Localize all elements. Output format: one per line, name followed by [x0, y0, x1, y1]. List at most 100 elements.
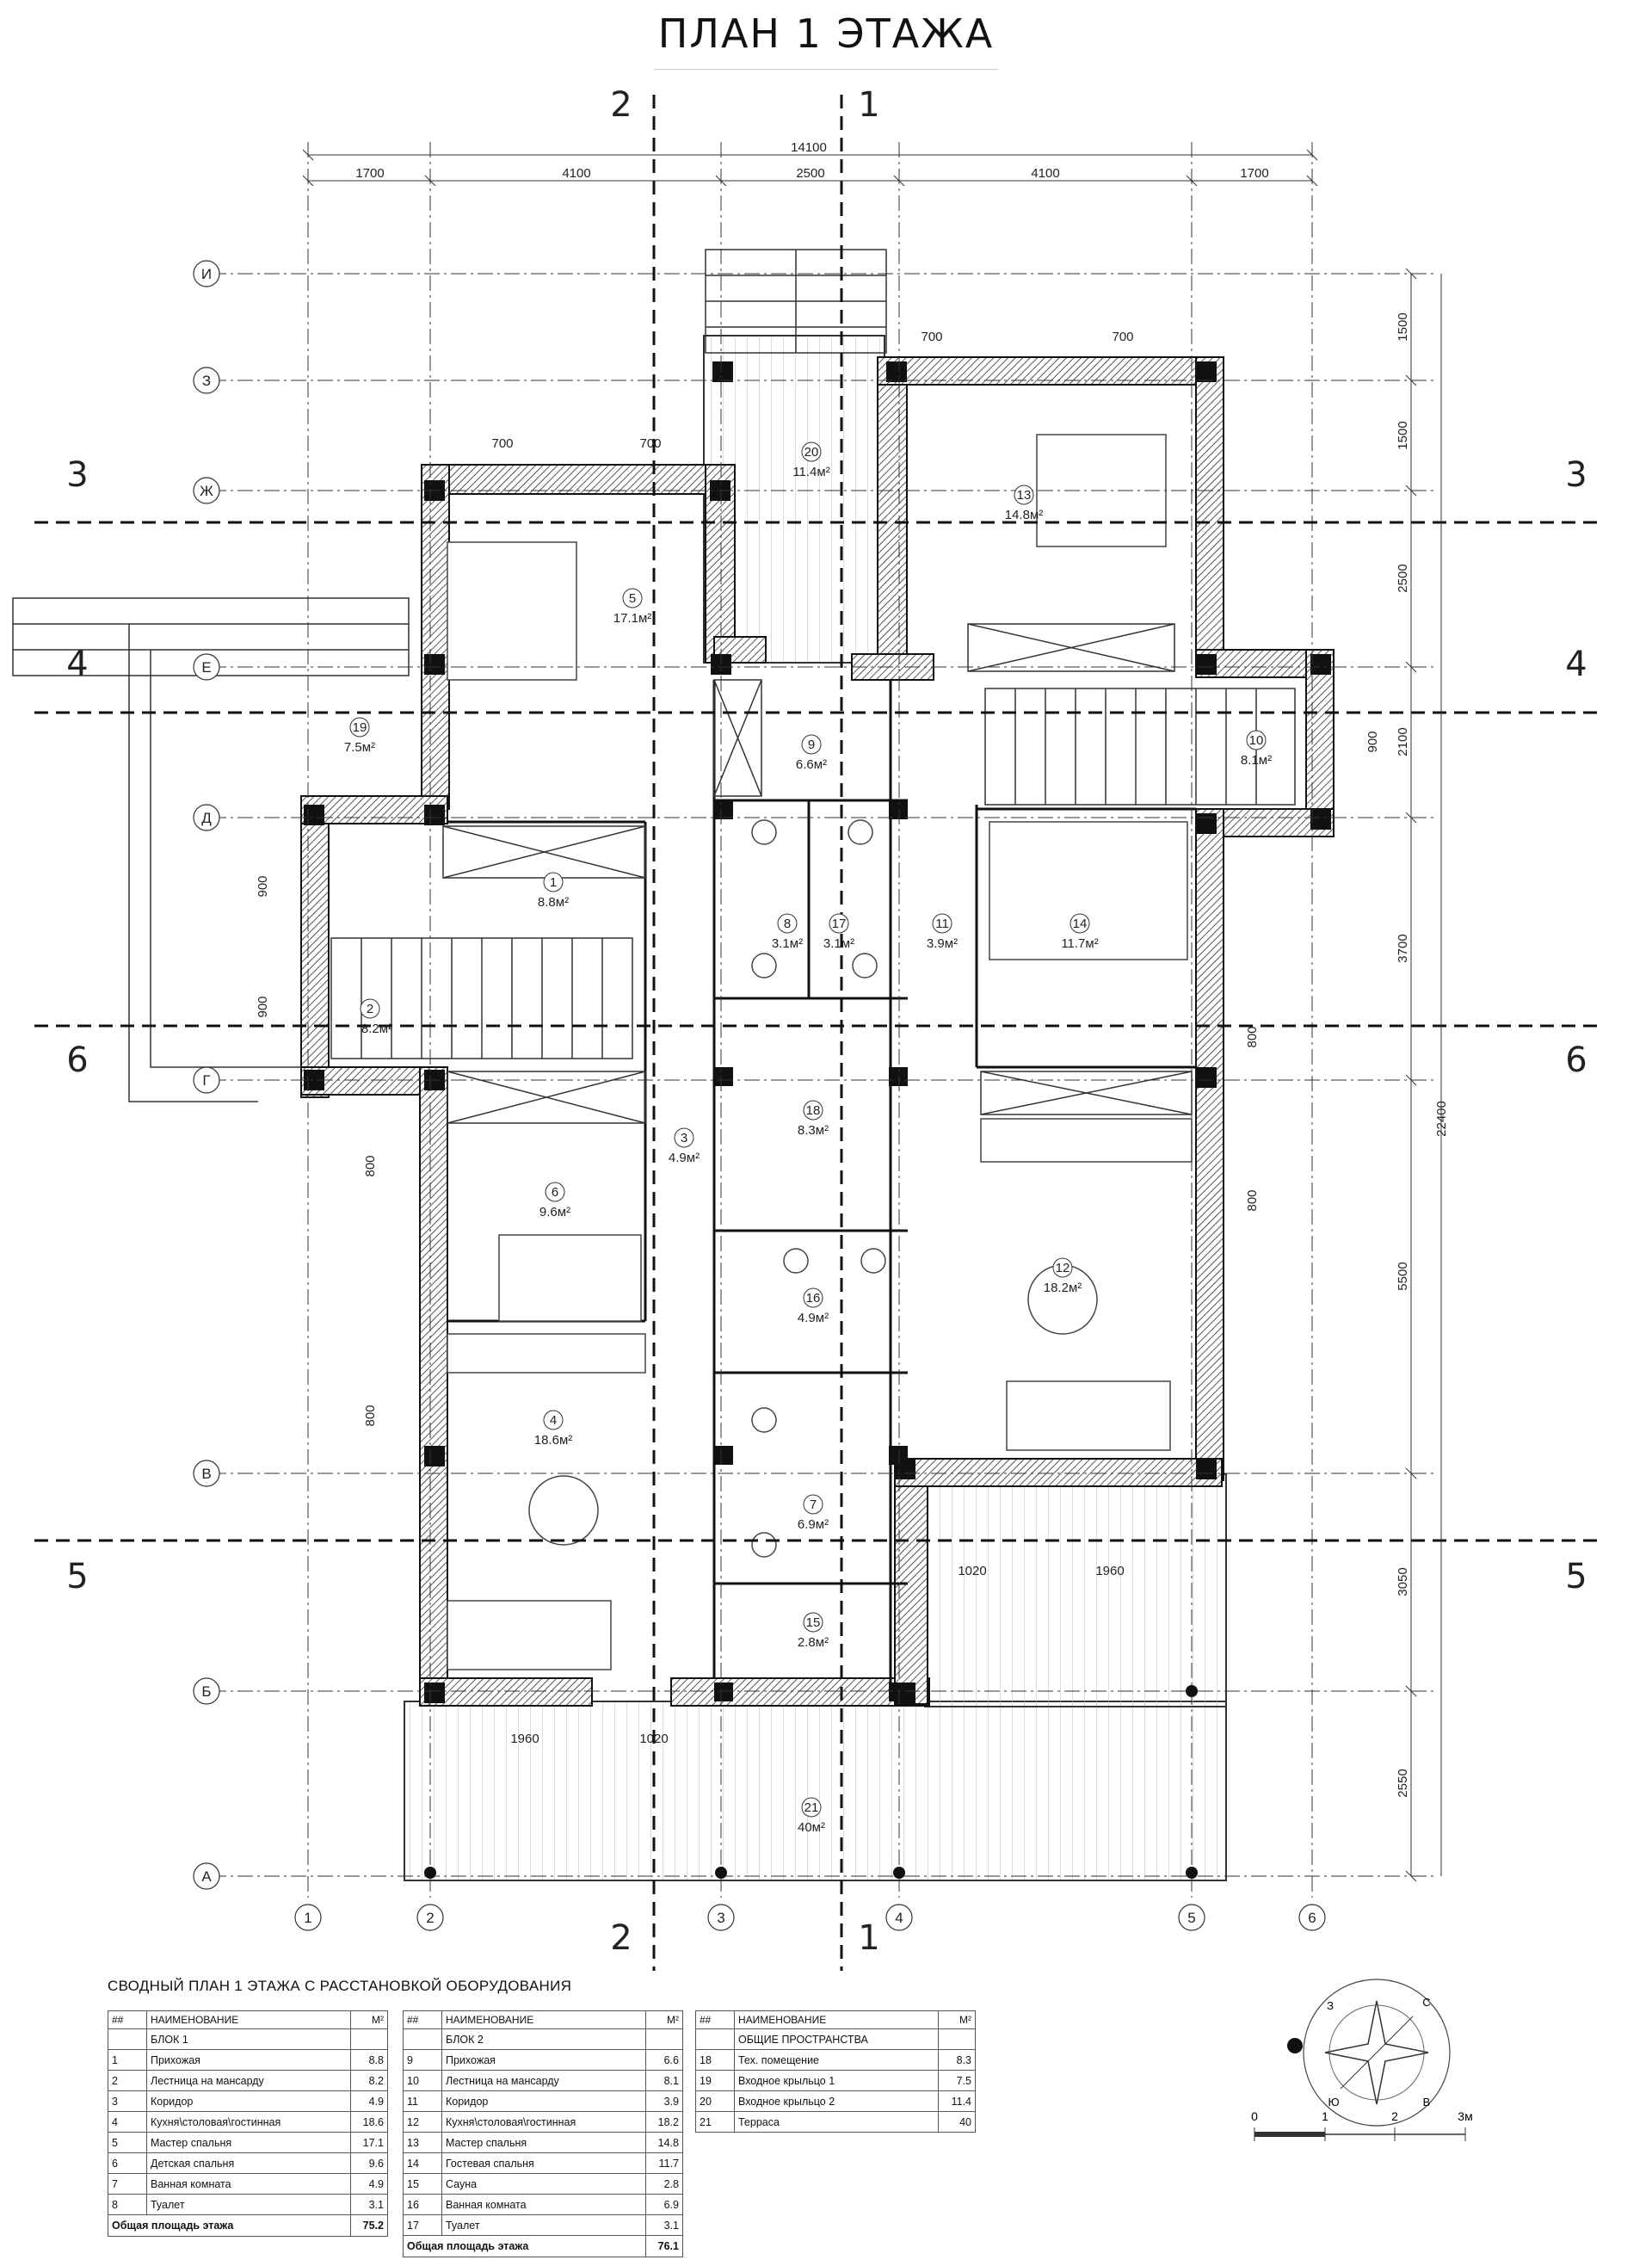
- room-number: 18: [806, 1103, 821, 1118]
- room-area: 8.8м²: [538, 895, 569, 910]
- wall-n-block1: [421, 464, 724, 495]
- page-title: ПЛАН 1 ЭТАЖА: [657, 10, 995, 57]
- cell: Коридор: [146, 2090, 351, 2112]
- room-area: 8.3м²: [798, 1123, 829, 1138]
- right-dim: 1500: [1396, 421, 1410, 449]
- axis-row-label: Б: [201, 1683, 211, 1700]
- cell: 18: [695, 2049, 735, 2071]
- right-dim: 2500: [1396, 564, 1410, 592]
- cell: Мастер спальня: [441, 2132, 646, 2153]
- cell: 12: [403, 2111, 442, 2133]
- col-header: НАИМЕНОВАНИЕ: [441, 2010, 646, 2029]
- right-total-dim: 22400: [1434, 1101, 1449, 1137]
- room-area: 7.5м²: [344, 740, 375, 755]
- terrace-south: [404, 1701, 1227, 1881]
- scale-label: 1: [1322, 2109, 1328, 2123]
- scale-label: 0: [1251, 2109, 1258, 2123]
- room-area: 11.7м²: [1061, 936, 1098, 951]
- room-area: 18.2м²: [1044, 1281, 1082, 1295]
- cell: Туалет: [441, 2214, 646, 2236]
- cell: 8: [108, 2194, 147, 2215]
- dimension-lines: [302, 149, 1442, 1882]
- cell: 8.2: [350, 2070, 388, 2091]
- cell: 9: [403, 2049, 442, 2071]
- section-mark: 5: [1565, 1557, 1587, 1596]
- section-mark: 2: [610, 1918, 632, 1958]
- axis-col-label: 5: [1187, 1910, 1195, 1926]
- axis-row-label: А: [201, 1868, 212, 1885]
- right-dim: 2100: [1396, 727, 1410, 756]
- room-area: 40м²: [798, 1820, 825, 1835]
- section-mark: 3: [66, 455, 88, 495]
- room-number: 11: [935, 917, 949, 931]
- section-markers: 2 1 2 1 3 3 4 4 6 6 5 5: [66, 85, 1587, 1958]
- room-area: 6.9м²: [798, 1517, 829, 1532]
- room-number: 4: [550, 1413, 557, 1428]
- opening-dim: 1960: [1095, 1564, 1124, 1578]
- opening-dim: 900: [1365, 731, 1380, 752]
- axis-row-label: Д: [201, 810, 212, 826]
- cell: Входное крыльцо 2: [734, 2090, 939, 2112]
- cell: 9.6: [350, 2152, 388, 2174]
- cell: 3: [108, 2090, 147, 2112]
- cell: 17: [403, 2214, 442, 2236]
- cell: Ванная комната: [441, 2194, 646, 2215]
- room-number: 8: [784, 917, 791, 931]
- cell: 16: [403, 2194, 442, 2215]
- axis-labels: 1 2 3 4 5 6 И З Ж Е Д Г В Б А: [200, 266, 1316, 1926]
- opening-dim: 700: [1112, 330, 1133, 344]
- cell: Мастер спальня: [146, 2132, 351, 2153]
- room-area: 3.1м²: [823, 936, 854, 951]
- cell: 2: [108, 2070, 147, 2091]
- cell: 18.2: [645, 2111, 683, 2133]
- room-area: 3.1м²: [772, 936, 803, 951]
- cell: 4: [108, 2111, 147, 2133]
- overall-dim: 14100: [791, 140, 827, 155]
- compass-label: В: [1423, 2096, 1431, 2109]
- axis-col-label: 2: [426, 1910, 434, 1926]
- opening-dim: 900: [256, 996, 270, 1017]
- room-number: 7: [810, 1497, 817, 1512]
- axis-row-label: З: [202, 373, 211, 389]
- cell: 7.5: [938, 2070, 976, 2091]
- compass-label: Ю: [1328, 2096, 1339, 2109]
- col-header: ##: [108, 2010, 147, 2029]
- room-area: 18.6м²: [534, 1433, 573, 1448]
- room-area: 2.8м²: [798, 1635, 829, 1650]
- cell: Тех. помещение: [734, 2049, 939, 2071]
- col-header: М²: [645, 2010, 683, 2029]
- col-header: НАИМЕНОВАНИЕ: [734, 2010, 939, 2029]
- cell: Входное крыльцо 1: [734, 2070, 939, 2091]
- partitions: [447, 680, 1196, 1687]
- terrace-east: [924, 1473, 1227, 1707]
- room-area: 11.4м²: [792, 465, 829, 479]
- cell: 3.1: [350, 2194, 388, 2215]
- room-number: 17: [832, 917, 847, 931]
- axis-col-label: 6: [1308, 1910, 1316, 1926]
- right-dim: 1500: [1396, 312, 1410, 341]
- cell: Гостевая спальня: [441, 2152, 646, 2174]
- room-area: 14.8м²: [1005, 508, 1044, 522]
- room-number: 16: [806, 1291, 821, 1306]
- cell: 11.7: [645, 2152, 683, 2174]
- total-label: Общая площадь этажа: [108, 2214, 351, 2237]
- table-block1: [528, 1475, 599, 1546]
- room-number: 12: [1056, 1261, 1070, 1275]
- cell: Коридор: [441, 2090, 646, 2112]
- schedule-caption: СВОДНЫЙ ПЛАН 1 ЭТАЖА С РАССТАНОВКОЙ ОБОР…: [108, 1978, 572, 1994]
- section-lines: [34, 95, 1600, 1971]
- cell: Кухня\столовая\гостинная: [441, 2111, 646, 2133]
- room-labels: 18.8м² 28.2м² 34.9м² 418.6м² 517.1м² 69.…: [344, 441, 1272, 1835]
- cell: 11: [403, 2090, 442, 2112]
- top-dim: 1700: [1240, 166, 1268, 181]
- opening-dim: 700: [921, 330, 942, 344]
- cell: Детская спальня: [146, 2152, 351, 2174]
- col-header: ##: [695, 2010, 735, 2029]
- compass-rose: С В Ю З: [1287, 1979, 1451, 2127]
- top-dim: 2500: [796, 166, 824, 181]
- room-number: 21: [804, 1800, 819, 1815]
- cell: 10: [403, 2070, 442, 2091]
- cell: 4.9: [350, 2090, 388, 2112]
- room-number: 9: [808, 738, 815, 752]
